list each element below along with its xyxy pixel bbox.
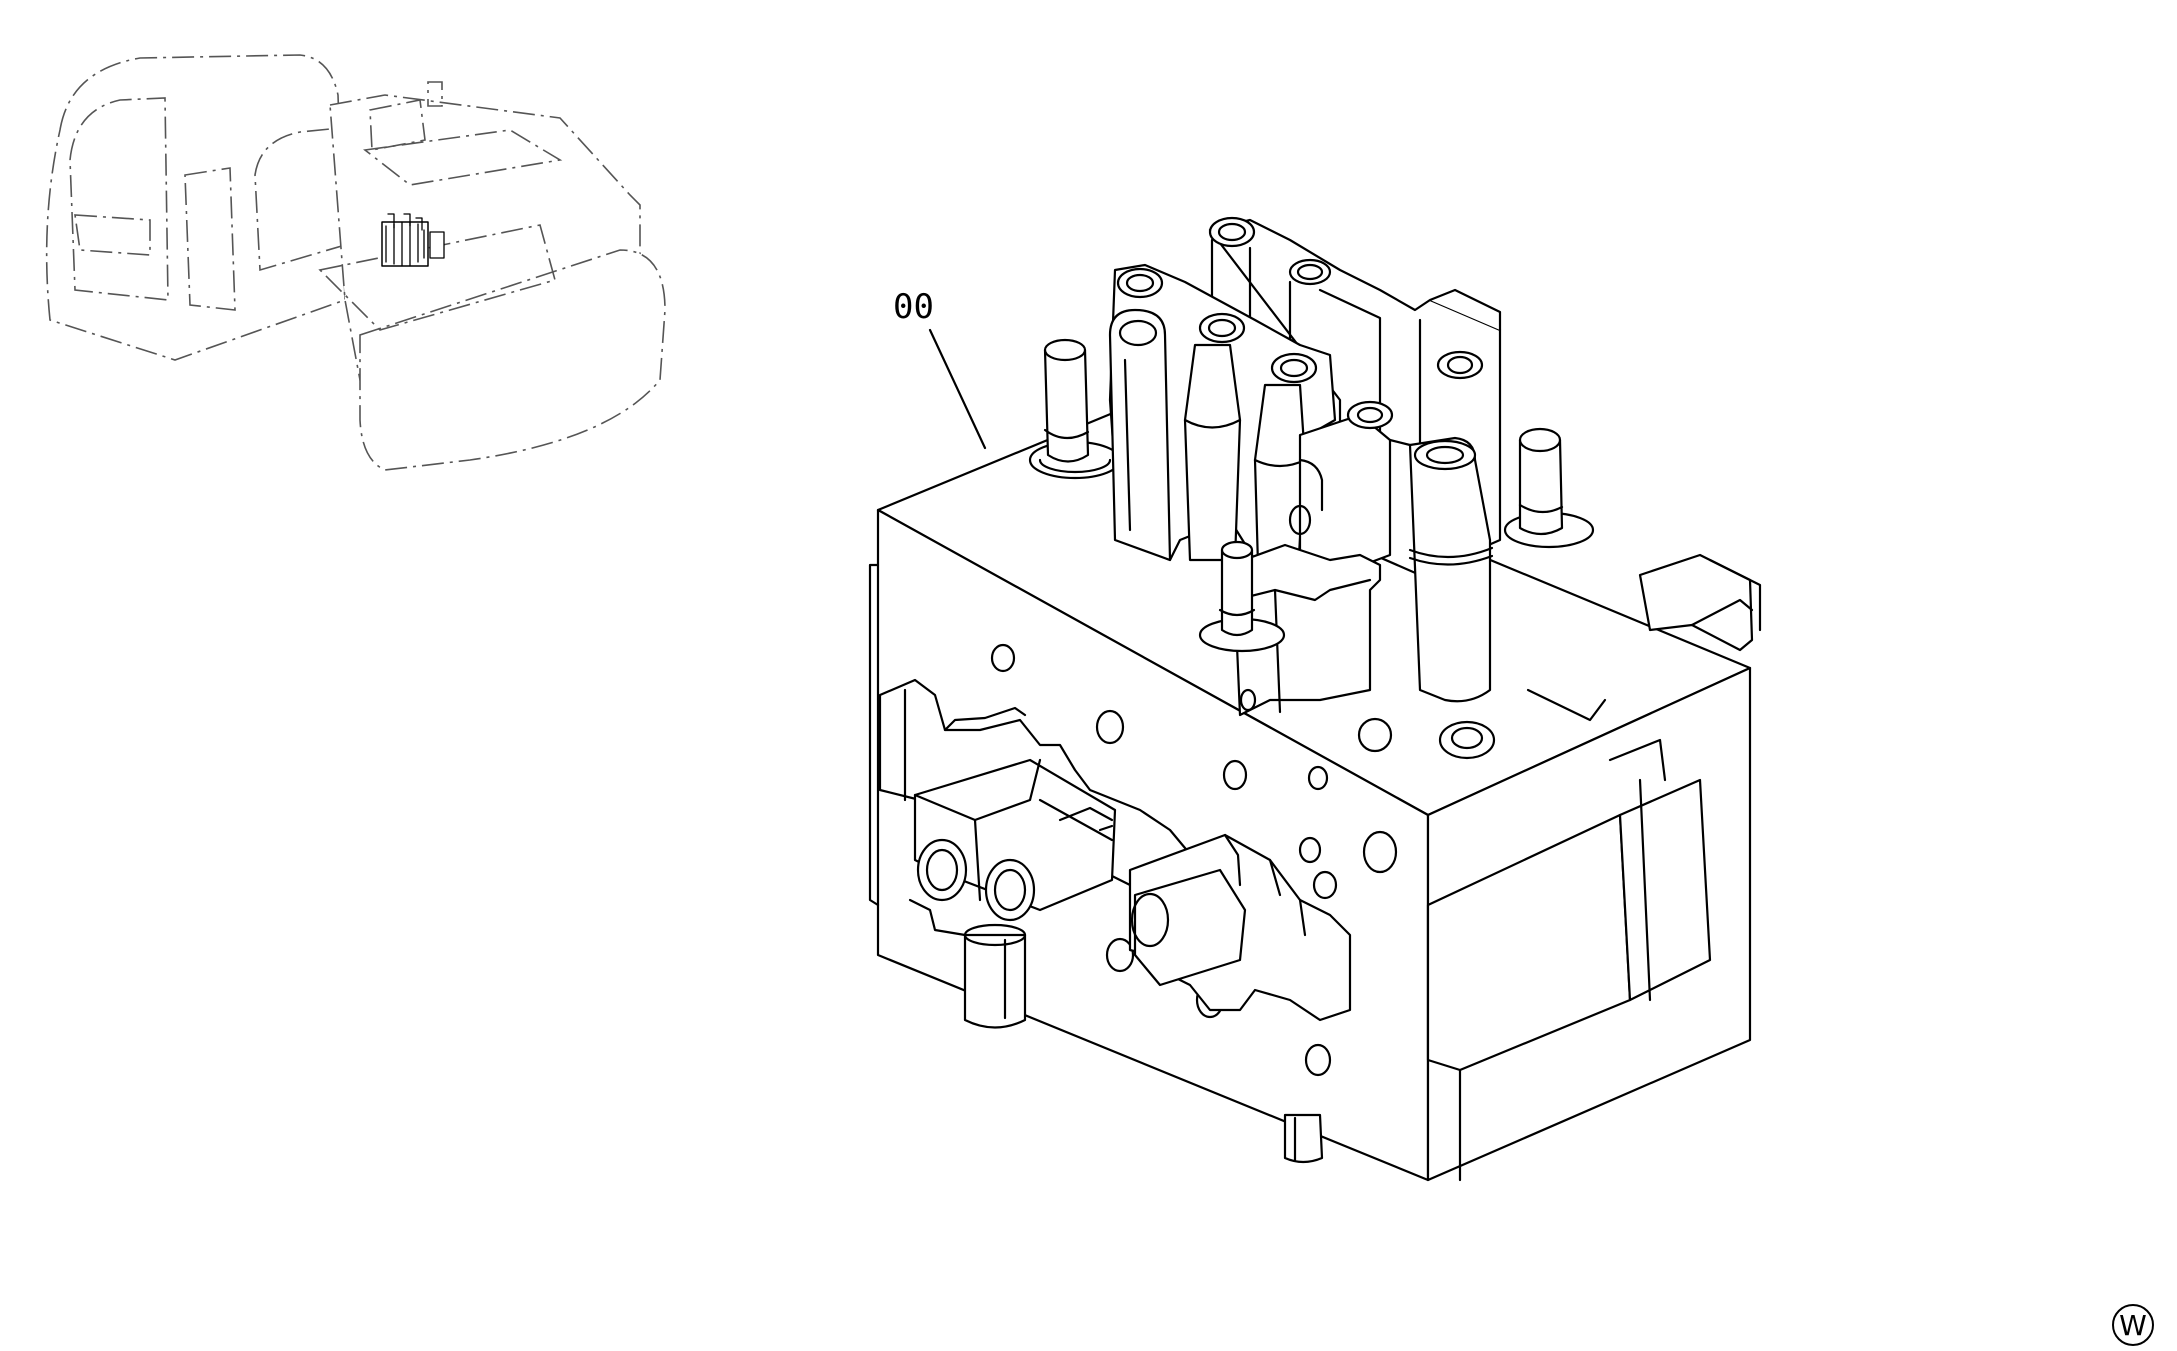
- excavator-locator-icon: [45, 54, 666, 471]
- callout-label: 00: [893, 287, 934, 327]
- corner-mark-letter: W: [2119, 1309, 2147, 1342]
- pilot-cap-left: [1028, 338, 1122, 480]
- corner-mark: W: [2112, 1304, 2154, 1346]
- pilot-cap-right: [1503, 427, 1595, 549]
- callout-00: 00: [893, 287, 987, 450]
- control-valve-assembly-icon: [868, 216, 1762, 1182]
- valve-location-marker: [381, 213, 445, 267]
